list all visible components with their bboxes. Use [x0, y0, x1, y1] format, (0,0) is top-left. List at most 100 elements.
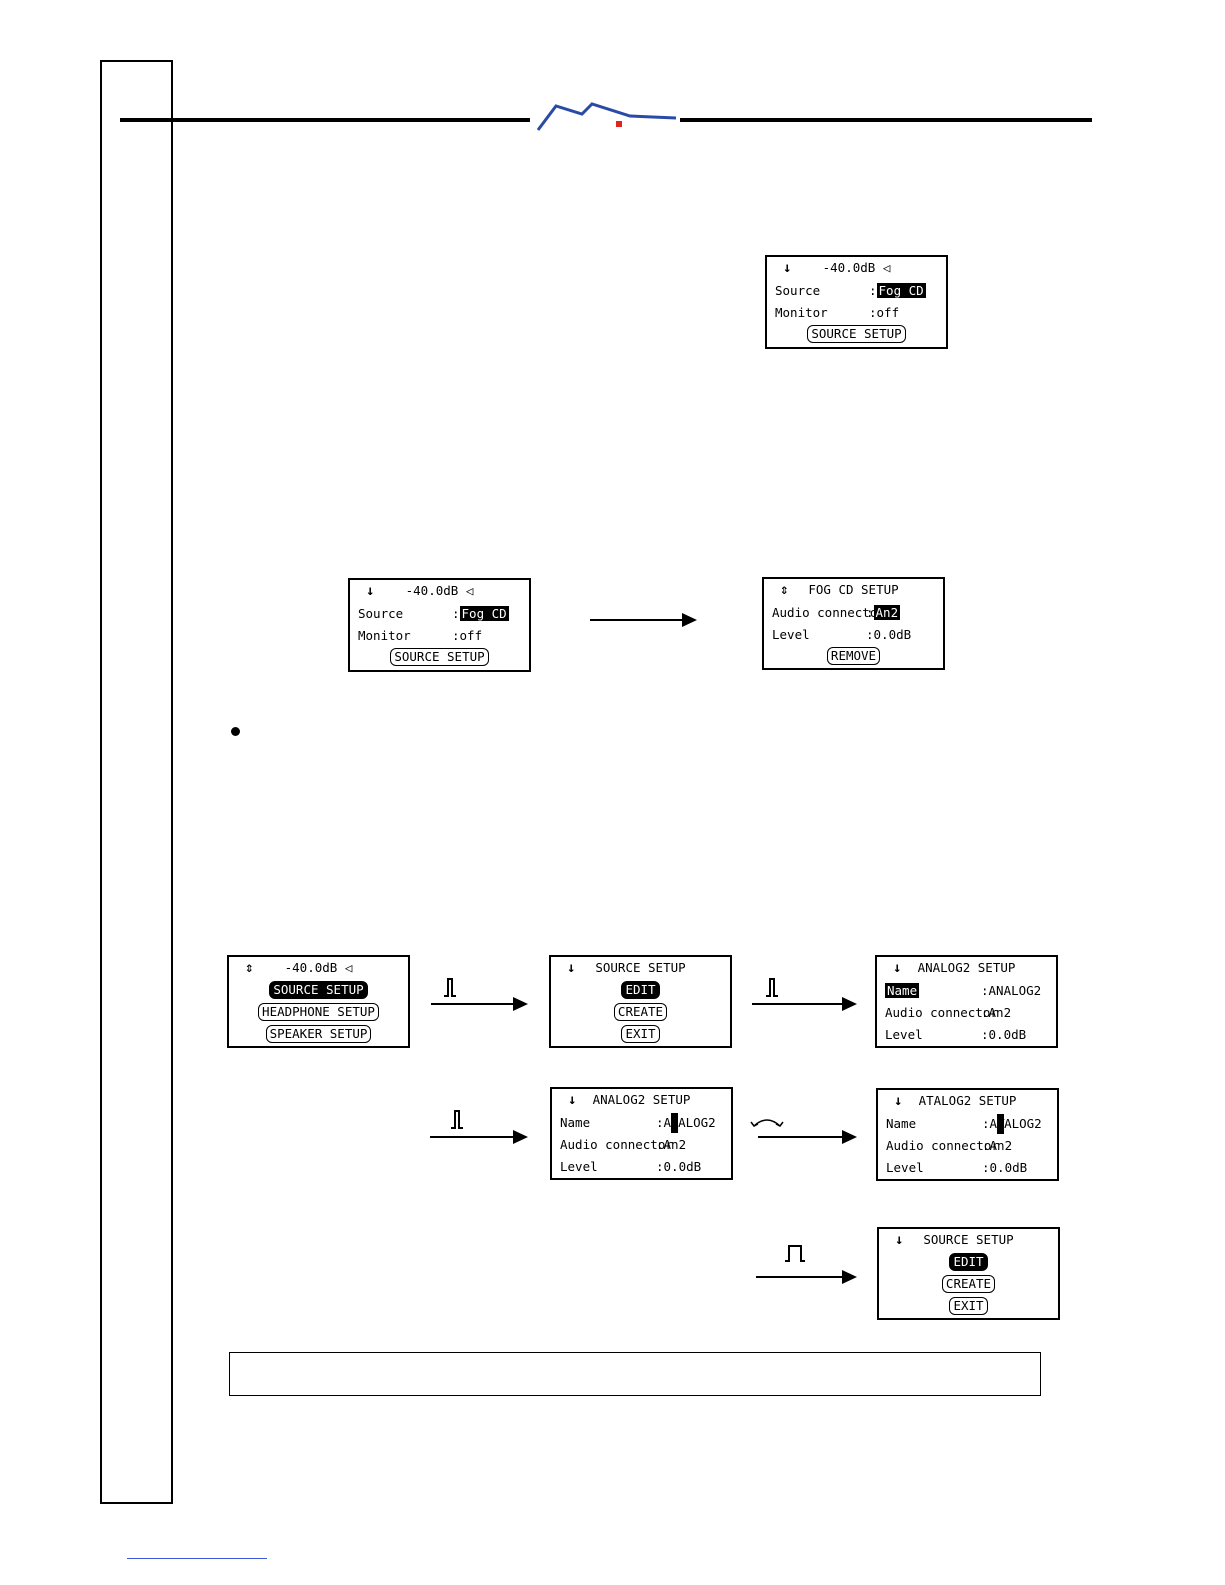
- edit-button[interactable]: EDIT: [949, 1253, 988, 1271]
- flow-arrow-line: [756, 1276, 842, 1278]
- monitor-value[interactable]: off: [876, 305, 900, 320]
- source-label: Source: [358, 606, 404, 621]
- header-rule-left: [120, 118, 530, 122]
- monitor-label: Monitor: [358, 628, 411, 643]
- flow-arrow-head: [842, 1130, 857, 1144]
- volume-readout: -40.0dB ◁: [405, 583, 474, 598]
- edit-button[interactable]: EDIT: [621, 981, 660, 999]
- down-arrow-icon: ↓: [366, 583, 375, 599]
- flow-arrow-head: [682, 613, 697, 627]
- lcd-screen-source-setup-return: ↓ SOURCE SETUP EDIT CREATE EXIT: [877, 1227, 1060, 1320]
- level-value[interactable]: 0.0dB: [873, 627, 912, 642]
- name-label: Name: [560, 1115, 591, 1130]
- volume-readout: -40.0dB ◁: [822, 260, 891, 275]
- audio-connector-label: Audio connector: [772, 605, 885, 620]
- audio-connector-label: Audio connector: [886, 1138, 999, 1153]
- source-value[interactable]: Fog CD: [459, 606, 509, 621]
- long-press-icon: [785, 1245, 805, 1262]
- audio-connector-label: Audio connector: [885, 1005, 998, 1020]
- text-cursor[interactable]: T: [997, 1114, 1005, 1134]
- down-arrow-icon: ↓: [783, 260, 792, 276]
- screen-title: SOURCE SETUP: [923, 1232, 1014, 1247]
- level-label: Level: [560, 1159, 598, 1174]
- audio-connector-value[interactable]: An2: [873, 605, 901, 620]
- flow-arrow-line: [752, 1003, 842, 1005]
- lcd-screen-source-setup: ↓ SOURCE SETUP EDIT CREATE EXIT: [549, 955, 732, 1048]
- flow-arrow-head: [842, 1270, 857, 1284]
- up-down-arrow-icon: ⇕: [780, 582, 789, 598]
- audio-connector-value[interactable]: An2: [988, 1005, 1012, 1020]
- down-arrow-icon: ↓: [893, 960, 902, 976]
- down-arrow-icon: ↓: [895, 1232, 904, 1248]
- brand-logo: [536, 102, 677, 131]
- level-value[interactable]: 0.0dB: [663, 1159, 702, 1174]
- audio-connector-label: Audio connector: [560, 1137, 673, 1152]
- level-value[interactable]: 0.0dB: [988, 1027, 1027, 1042]
- name-value-prefix: A: [989, 1116, 998, 1131]
- source-setup-button[interactable]: SOURCE SETUP: [807, 325, 906, 343]
- volume-readout: -40.0dB ◁: [284, 960, 353, 975]
- create-button[interactable]: CREATE: [941, 1275, 996, 1293]
- lcd-screen-setup-menu: ⇕ -40.0dB ◁ SOURCE SETUP HEADPHONE SETUP…: [227, 955, 410, 1048]
- headphone-setup-button[interactable]: HEADPHONE SETUP: [258, 1003, 379, 1021]
- level-label: Level: [772, 627, 810, 642]
- name-label[interactable]: Name: [885, 983, 920, 998]
- level-label: Level: [885, 1027, 923, 1042]
- down-arrow-icon: ↓: [894, 1093, 903, 1109]
- bullet-point: [231, 727, 240, 736]
- speaker-icon: ◁: [882, 260, 891, 275]
- header-rule-right: [680, 118, 1092, 122]
- source-setup-button[interactable]: SOURCE SETUP: [269, 981, 368, 999]
- down-arrow-icon: ↓: [567, 960, 576, 976]
- audio-connector-value[interactable]: An2: [663, 1137, 687, 1152]
- source-label: Source: [775, 283, 821, 298]
- remove-button[interactable]: REMOVE: [826, 647, 881, 665]
- lcd-screen-analog2-edit: ↓ ANALOG2 SETUP Name :ANALOG2 Audio conn…: [550, 1087, 733, 1180]
- name-value-prefix: A: [663, 1115, 672, 1130]
- name-value-suffix: ALOG2: [678, 1115, 716, 1130]
- text-cursor[interactable]: N: [671, 1113, 679, 1133]
- flow-arrow-head: [513, 1130, 528, 1144]
- monitor-value[interactable]: off: [459, 628, 483, 643]
- screen-title: FOG CD SETUP: [808, 582, 899, 597]
- audio-connector-value[interactable]: An2: [989, 1138, 1013, 1153]
- down-arrow-icon: ↓: [568, 1092, 577, 1108]
- name-label: Name: [886, 1116, 917, 1131]
- button-press-icon: [766, 978, 778, 997]
- lcd-screen-fog-cd-setup: ⇕ FOG CD SETUP Audio connector :An2 Leve…: [762, 577, 945, 670]
- rotate-knob-icon: [750, 1119, 784, 1127]
- level-value[interactable]: 0.0dB: [989, 1160, 1028, 1175]
- flow-arrow-head: [513, 997, 528, 1011]
- screen-title: ANALOG2 SETUP: [592, 1092, 691, 1107]
- flow-arrow-head: [842, 997, 857, 1011]
- flow-arrow-line: [758, 1136, 842, 1138]
- speaker-icon: ◁: [344, 960, 353, 975]
- lcd-screen-main-2: ↓ -40.0dB ◁ Source :Fog CD Monitor :off …: [348, 578, 531, 672]
- lcd-screen-analog2-setup: ↓ ANALOG2 SETUP Name :ANALOG2 Audio conn…: [875, 955, 1058, 1048]
- footer-link-underline[interactable]: [127, 1558, 267, 1559]
- exit-button[interactable]: EXIT: [949, 1297, 988, 1315]
- speaker-icon: ◁: [465, 583, 474, 598]
- flow-arrow-line: [590, 619, 682, 621]
- exit-button[interactable]: EXIT: [621, 1025, 660, 1043]
- source-setup-button[interactable]: SOURCE SETUP: [390, 648, 489, 666]
- screen-title: SOURCE SETUP: [595, 960, 686, 975]
- level-label: Level: [886, 1160, 924, 1175]
- source-value[interactable]: Fog CD: [876, 283, 926, 298]
- flow-arrow-line: [431, 1003, 513, 1005]
- screen-title: ANALOG2 SETUP: [917, 960, 1016, 975]
- left-margin-box: [100, 60, 173, 1504]
- note-box: [229, 1352, 1041, 1396]
- speaker-setup-button[interactable]: SPEAKER SETUP: [265, 1025, 372, 1043]
- name-value[interactable]: ANALOG2: [988, 983, 1042, 998]
- name-value-suffix: ALOG2: [1004, 1116, 1042, 1131]
- up-down-arrow-icon: ⇕: [245, 960, 254, 976]
- button-press-icon: [451, 1110, 463, 1129]
- lcd-screen-atalog2-edit: ↓ ATALOG2 SETUP Name :ATALOG2 Audio conn…: [876, 1088, 1059, 1181]
- screen-title: ATALOG2 SETUP: [918, 1093, 1017, 1108]
- button-press-icon: [444, 978, 456, 997]
- create-button[interactable]: CREATE: [613, 1003, 668, 1021]
- flow-arrow-line: [430, 1136, 513, 1138]
- lcd-screen-main-1: ↓ -40.0dB ◁ Source :Fog CD Monitor :off …: [765, 255, 948, 349]
- monitor-label: Monitor: [775, 305, 828, 320]
